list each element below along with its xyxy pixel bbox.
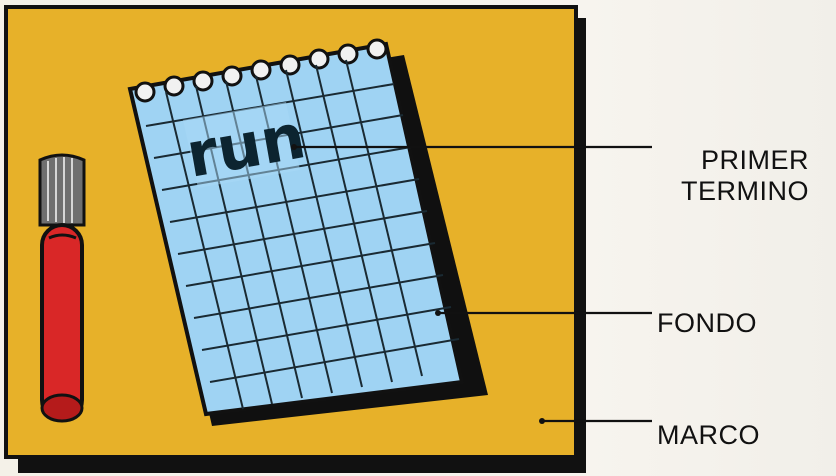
- primer-label-line-2: TERMINO: [681, 176, 809, 207]
- primer-anchor-dot: [291, 144, 297, 150]
- marker-icon: [40, 155, 84, 421]
- primer-label-line-1: PRIMER: [649, 145, 809, 176]
- marco-label: MARCO: [657, 420, 760, 451]
- fondo-label: FONDO: [657, 308, 757, 339]
- fondo-anchor-dot: [435, 310, 441, 316]
- primer-termino-label: PRIMER TERMINO: [649, 145, 809, 207]
- marco-anchor-dot: [539, 418, 545, 424]
